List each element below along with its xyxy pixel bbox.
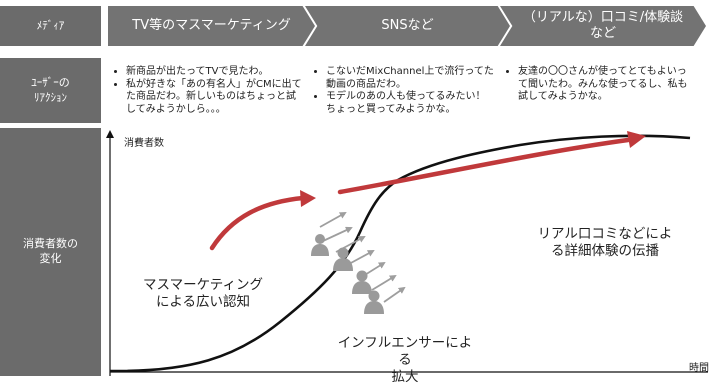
reaction-list-sns: こないだMixChannel上で流行ってた動画の商品だわ。 モデルのあの人も使っ… (314, 66, 494, 116)
reaction-item: 新商品が出たってTVで見たわ。 (126, 66, 304, 79)
red-arrow-mass (209, 195, 306, 251)
row-header-media: ﾒﾃﾞｨｱ (0, 6, 101, 46)
reaction-item: モデルのあの人も使ってるみたい！ちょっと買ってみようかな。 (326, 91, 494, 116)
red-arrow-sns-head (627, 131, 646, 148)
person-icon (364, 290, 384, 314)
red-arrow-sns (337, 137, 631, 195)
reaction-list-tv: 新商品が出たってTVで見たわ。 私が好きな「あの有名人」がCMに出てた商品だわ。… (114, 66, 304, 116)
media-header-tv: TV等のマスマーケティング (108, 6, 315, 46)
person-icon (352, 270, 372, 294)
row-header-consumer-change: 消費者数の 変化 (0, 128, 101, 376)
influencer-arrows (319, 212, 406, 303)
red-arrow-mass-head (300, 190, 316, 207)
reaction-item: こないだMixChannel上で流行ってた動画の商品だわ。 (326, 66, 494, 91)
reaction-item: 私が好きな「あの有名人」がCMに出てた商品だわ。新しいものはちょっと試してみよう… (126, 79, 304, 117)
media-header-word-of-mouth: （リアルな）口コミ/体験談 など (500, 6, 706, 46)
people-icons (311, 234, 384, 314)
annotation-influencer: インフルエンサーによる 拡大 (337, 335, 473, 385)
adoption-diagram (106, 130, 708, 376)
adoption-curve (109, 134, 691, 373)
media-header-sns: SNSなど (305, 6, 510, 46)
annotation-word-of-mouth: リアル口コミなどによ る詳細体験の伝播 (537, 226, 673, 259)
reaction-item: 友達の〇〇さんが使ってとてもよいって聞いたわ。みんな使ってるし、私も試してみよう… (518, 66, 696, 104)
person-icon (333, 247, 353, 271)
row-header-reaction: ﾕｰｻﾞｰの ﾘｱｸｼｮﾝ (0, 58, 101, 123)
person-icon (311, 234, 329, 256)
x-axis-label: 時間 (689, 363, 709, 374)
annotation-mass-marketing: マスマーケティング による広い認知 (142, 277, 263, 310)
y-axis-label: 消費者数 (124, 138, 164, 149)
reaction-list-word-of-mouth: 友達の〇〇さんが使ってとてもよいって聞いたわ。みんな使ってるし、私も試してみよう… (506, 66, 696, 104)
